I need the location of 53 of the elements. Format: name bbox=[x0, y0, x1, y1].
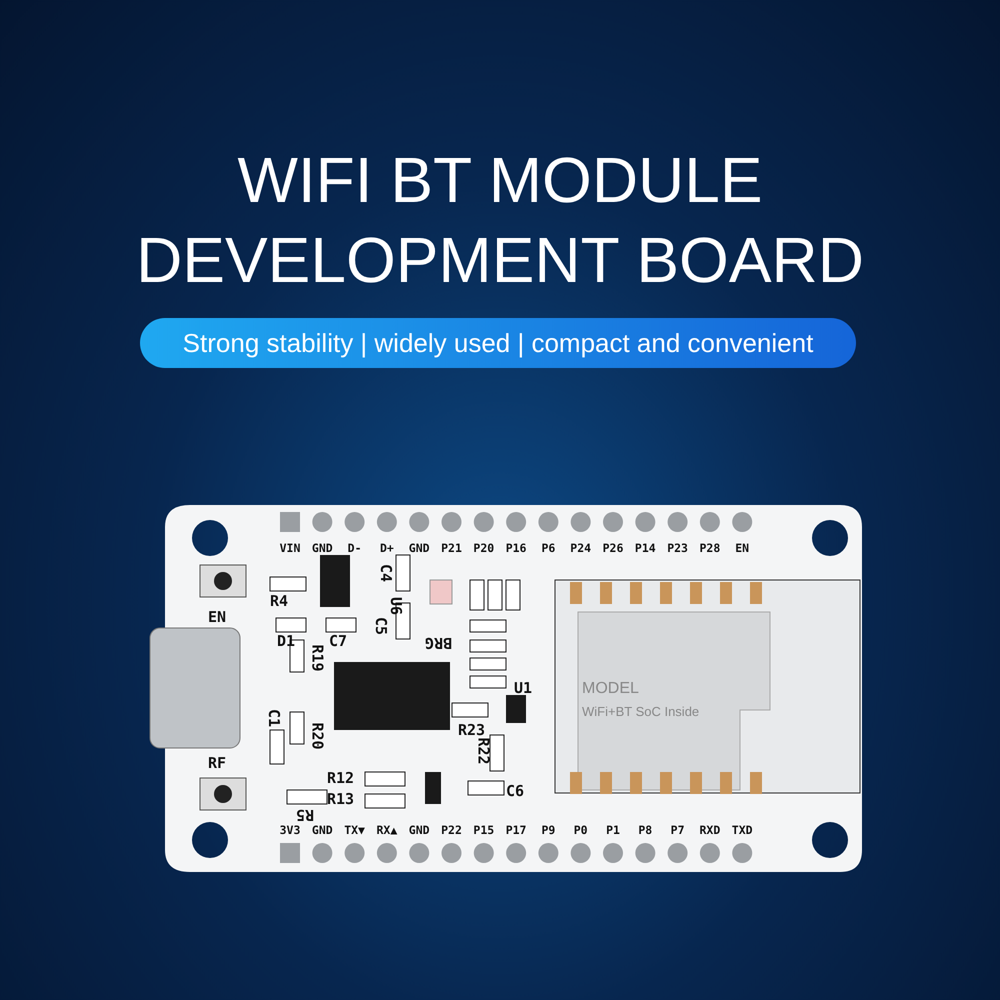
pin-label: P24 bbox=[569, 541, 592, 555]
component-designator: RF bbox=[208, 755, 226, 771]
component-designator: U1 bbox=[514, 680, 532, 696]
pin-label: GND bbox=[310, 541, 334, 555]
component-designator: BRG bbox=[425, 635, 452, 651]
pin-label: TXD bbox=[730, 823, 754, 837]
pin-label: P9 bbox=[540, 823, 556, 837]
component-designator: C4 bbox=[378, 564, 394, 582]
pin-label: P26 bbox=[602, 541, 624, 555]
pin-label: P14 bbox=[634, 541, 657, 555]
pin-label: P0 bbox=[572, 823, 589, 837]
component-designator: C5 bbox=[373, 616, 390, 636]
pin-label: P7 bbox=[670, 823, 686, 837]
pin-label: RXD bbox=[698, 823, 722, 837]
module-marking: MODEL bbox=[582, 680, 639, 698]
pin-label: P6 bbox=[540, 541, 556, 555]
pin-label: P17 bbox=[504, 823, 528, 837]
component-designator: R23 bbox=[458, 722, 486, 738]
pin-label: EN bbox=[734, 541, 750, 555]
pin-label: D- bbox=[346, 541, 363, 555]
pin-label: 3V3 bbox=[278, 823, 302, 837]
pin-label: P20 bbox=[472, 541, 496, 555]
pin-label: D+ bbox=[378, 541, 395, 555]
component-designator: R22 bbox=[476, 737, 492, 765]
component-designator: C7 bbox=[329, 633, 348, 649]
pin-label: P22 bbox=[440, 823, 463, 837]
pin-label: TX▼ bbox=[343, 823, 366, 837]
pin-label: P15 bbox=[472, 823, 496, 837]
component-designator: C6 bbox=[506, 783, 524, 799]
component-designator: U6 bbox=[388, 596, 404, 616]
pin-label: P1 bbox=[605, 823, 621, 837]
pin-label: P28 bbox=[698, 541, 722, 555]
pin-label: GND bbox=[408, 541, 431, 555]
component-designator: R19 bbox=[310, 644, 326, 672]
pin-label: GND bbox=[408, 823, 431, 837]
component-designator: R12 bbox=[327, 770, 354, 786]
component-designator: R5 bbox=[296, 807, 314, 823]
component-designator: R13 bbox=[327, 791, 354, 807]
pin-label: RX▲ bbox=[376, 823, 398, 837]
pin-label: VIN bbox=[278, 541, 302, 555]
pin-label: P23 bbox=[666, 541, 689, 555]
tagline-banner: Strong stability | widely used | compact and convenient bbox=[140, 318, 856, 368]
pin-label: GND bbox=[310, 823, 334, 837]
title: WIFI BT MODULE DEVELOPMENT BOARD bbox=[135, 143, 865, 298]
pin-label: P21 bbox=[440, 541, 463, 555]
module-marking: WiFi+BT SoC Inside bbox=[582, 703, 700, 721]
component-designator: R4 bbox=[270, 593, 288, 609]
component-designator: R20 bbox=[310, 722, 326, 750]
component-designator: C1 bbox=[266, 708, 282, 728]
pin-label: P16 bbox=[504, 541, 528, 555]
component-designator: D1 bbox=[277, 633, 296, 649]
pin-label: P8 bbox=[637, 823, 654, 837]
component-designator: EN bbox=[208, 609, 226, 625]
